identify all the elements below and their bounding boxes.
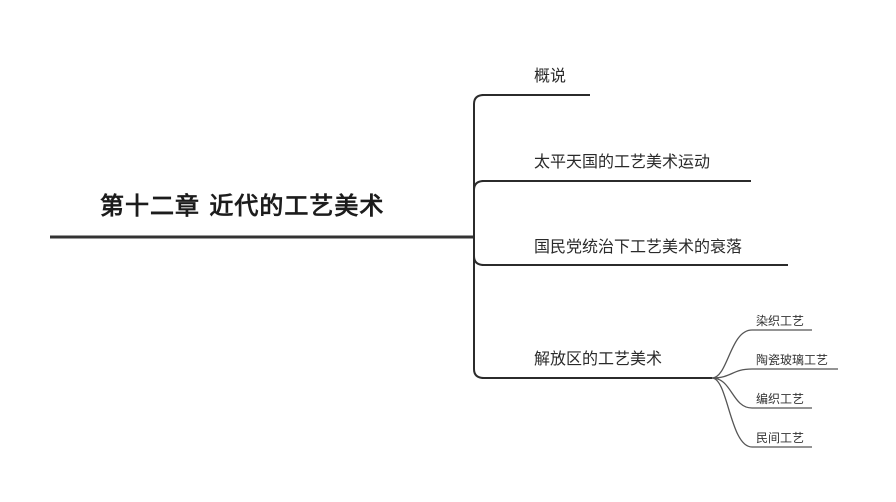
leaf-connector-1 [711,329,753,379]
branch-lines [482,94,788,379]
leaf-lines [752,329,838,448]
leaf-topic-folk-crafts[interactable]: 民间工艺 [756,431,805,445]
leaf-topic-ceramics-glass[interactable]: 陶瓷玻璃工艺 [756,353,829,367]
connector-branch-2 [473,180,485,237]
root-connectors [473,94,485,379]
leaf-connector-4 [711,377,753,448]
leaf-topic-dyeing-weaving[interactable]: 染织工艺 [756,314,805,328]
branch-topic-kmt-decline[interactable]: 国民党统治下工艺美术的衰落 [534,237,743,256]
connector-branch-1 [473,94,485,237]
branch-topic-taiping[interactable]: 太平天国的工艺美术运动 [534,152,711,171]
root-topic[interactable]: 第十二章 近代的工艺美术 [100,192,385,220]
leaf-connector-3 [711,377,753,409]
leaf-connectors [711,329,753,448]
connector-branch-3 [473,237,485,266]
branch-topic-liberated-areas[interactable]: 解放区的工艺美术 [534,349,663,368]
leaf-topic-weaving-crafts[interactable]: 编织工艺 [756,392,805,406]
branch-topic-overview[interactable]: 概说 [534,66,567,85]
leaf-connector-2 [711,368,753,379]
connector-branch-4 [473,237,485,379]
